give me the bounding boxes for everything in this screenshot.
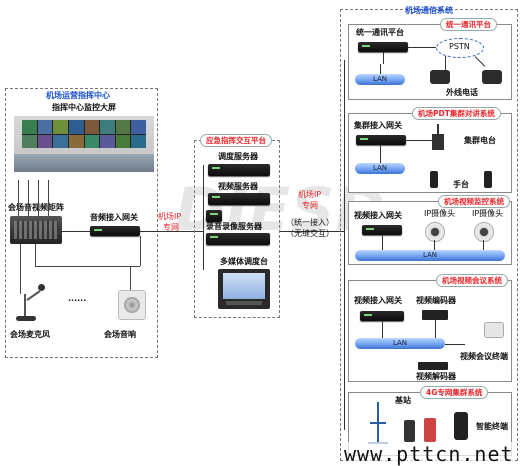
av-matrix-device	[10, 216, 62, 244]
trunk-gateway-label: 集群接入网关	[354, 121, 402, 130]
matrix-label: 会场音视频矩阵	[8, 203, 64, 212]
lte-terminal-icon-1	[404, 420, 415, 442]
radio-station-icon	[432, 134, 444, 150]
multimedia-console-device	[218, 269, 270, 309]
ip-camera-label-1: IP摄像头	[424, 209, 456, 218]
speaker-icon	[118, 290, 146, 320]
phone-icon-2	[482, 70, 502, 84]
recording-server-2	[206, 233, 270, 245]
link2-label-4: （无缝交互）	[286, 229, 334, 238]
video-gateway-label: 视频接入网关	[354, 211, 402, 220]
pstn-label: PSTN	[449, 42, 470, 51]
handset-label: 手台	[453, 180, 469, 189]
lte-terminal-icon-2	[424, 418, 436, 442]
recording-server-label: 录音录像服务器	[206, 222, 262, 231]
platform-bus	[203, 165, 204, 270]
mic-label: 会场麦克风	[10, 330, 50, 339]
vc-gateway-device	[360, 311, 404, 321]
trunk-gateway-device	[356, 135, 406, 145]
encoder-device	[422, 310, 448, 320]
encoder-label: 视频编码器	[416, 296, 456, 305]
link1-line	[140, 231, 203, 232]
video-gateway-device	[362, 225, 402, 235]
lte-badge: 4G专网集群系统	[420, 386, 489, 399]
watermark-url: www.pttcn.net	[344, 442, 514, 466]
unified-comms-panel	[348, 24, 512, 100]
video-server	[208, 193, 270, 205]
airport-comms-title: 机场通信系统	[405, 6, 453, 15]
vc-terminal-label: 视频会议终端	[460, 352, 508, 361]
dispatch-server-label: 调度服务器	[218, 152, 258, 161]
audio-gateway-label: 音频接入网关	[90, 213, 138, 222]
vc-gateway-label: 视频接入网关	[354, 296, 402, 305]
monitor-wall-label: 指挥中心监控大屏	[52, 103, 116, 112]
unified-platform-device	[358, 42, 408, 52]
link2-line	[280, 231, 344, 232]
base-station-icon	[368, 402, 388, 444]
handset-icon-1	[430, 171, 438, 188]
speaker-label: 会场音响	[104, 330, 136, 339]
pdt-badge: 机场PDT集群对讲系统	[412, 107, 501, 120]
radio-station-label: 集群电台	[464, 136, 496, 145]
audio-gateway-device	[90, 226, 140, 236]
handset-icon-2	[484, 171, 492, 188]
platform-title: 应急指挥交互平台	[200, 134, 272, 147]
pstn-cloud-icon	[436, 38, 484, 58]
ip-camera-icon-1	[425, 222, 445, 242]
ip-camera-icon-2	[474, 222, 494, 242]
ip-camera-label-2: IP摄像头	[472, 209, 504, 218]
sec2-lan-bar: LAN	[355, 163, 405, 174]
phone-icon-1	[430, 70, 450, 84]
microphone-icon	[16, 284, 52, 324]
external-phone-label: 外线电话	[446, 88, 478, 97]
video-conference-badge: 机场视频会议系统	[436, 274, 508, 287]
conference-camera-icon	[484, 322, 504, 338]
dispatch-server	[208, 164, 270, 176]
right-bus	[344, 60, 345, 430]
recording-server-1	[206, 210, 222, 222]
decoder-label: 视频解码器	[416, 372, 456, 381]
link1-label-1: 机场IP	[158, 212, 182, 221]
sec3-lan-bar: LAN	[355, 250, 505, 261]
link2-label-2: 专网	[302, 201, 318, 210]
base-station-label: 基站	[395, 396, 411, 405]
ellipsis: ......	[68, 294, 87, 303]
link1-label-2: 专网	[163, 223, 179, 232]
console-label: 多媒体调度台	[220, 257, 268, 266]
link2-label-1: 机场IP	[298, 190, 322, 199]
video-monitoring-badge: 机场视频监控系统	[438, 195, 510, 208]
smart-terminal-label: 智能终端	[476, 422, 508, 431]
unified-platform-label: 统一通讯平台	[356, 28, 404, 37]
video-server-label: 视频服务器	[218, 182, 258, 191]
command-center-box	[5, 88, 158, 358]
sec1-lan-bar: LAN	[355, 74, 405, 85]
unified-comms-badge: 统一通讯平台	[440, 18, 497, 31]
sec4-lan-bar: LAN	[355, 338, 445, 349]
decoder-device	[418, 362, 448, 370]
lte-terminal-icon-3	[454, 412, 468, 440]
command-center-title: 机场运营指挥中心	[46, 91, 110, 100]
link2-label-3: （统一接入）	[286, 218, 334, 227]
monitor-wall-image	[14, 116, 154, 172]
